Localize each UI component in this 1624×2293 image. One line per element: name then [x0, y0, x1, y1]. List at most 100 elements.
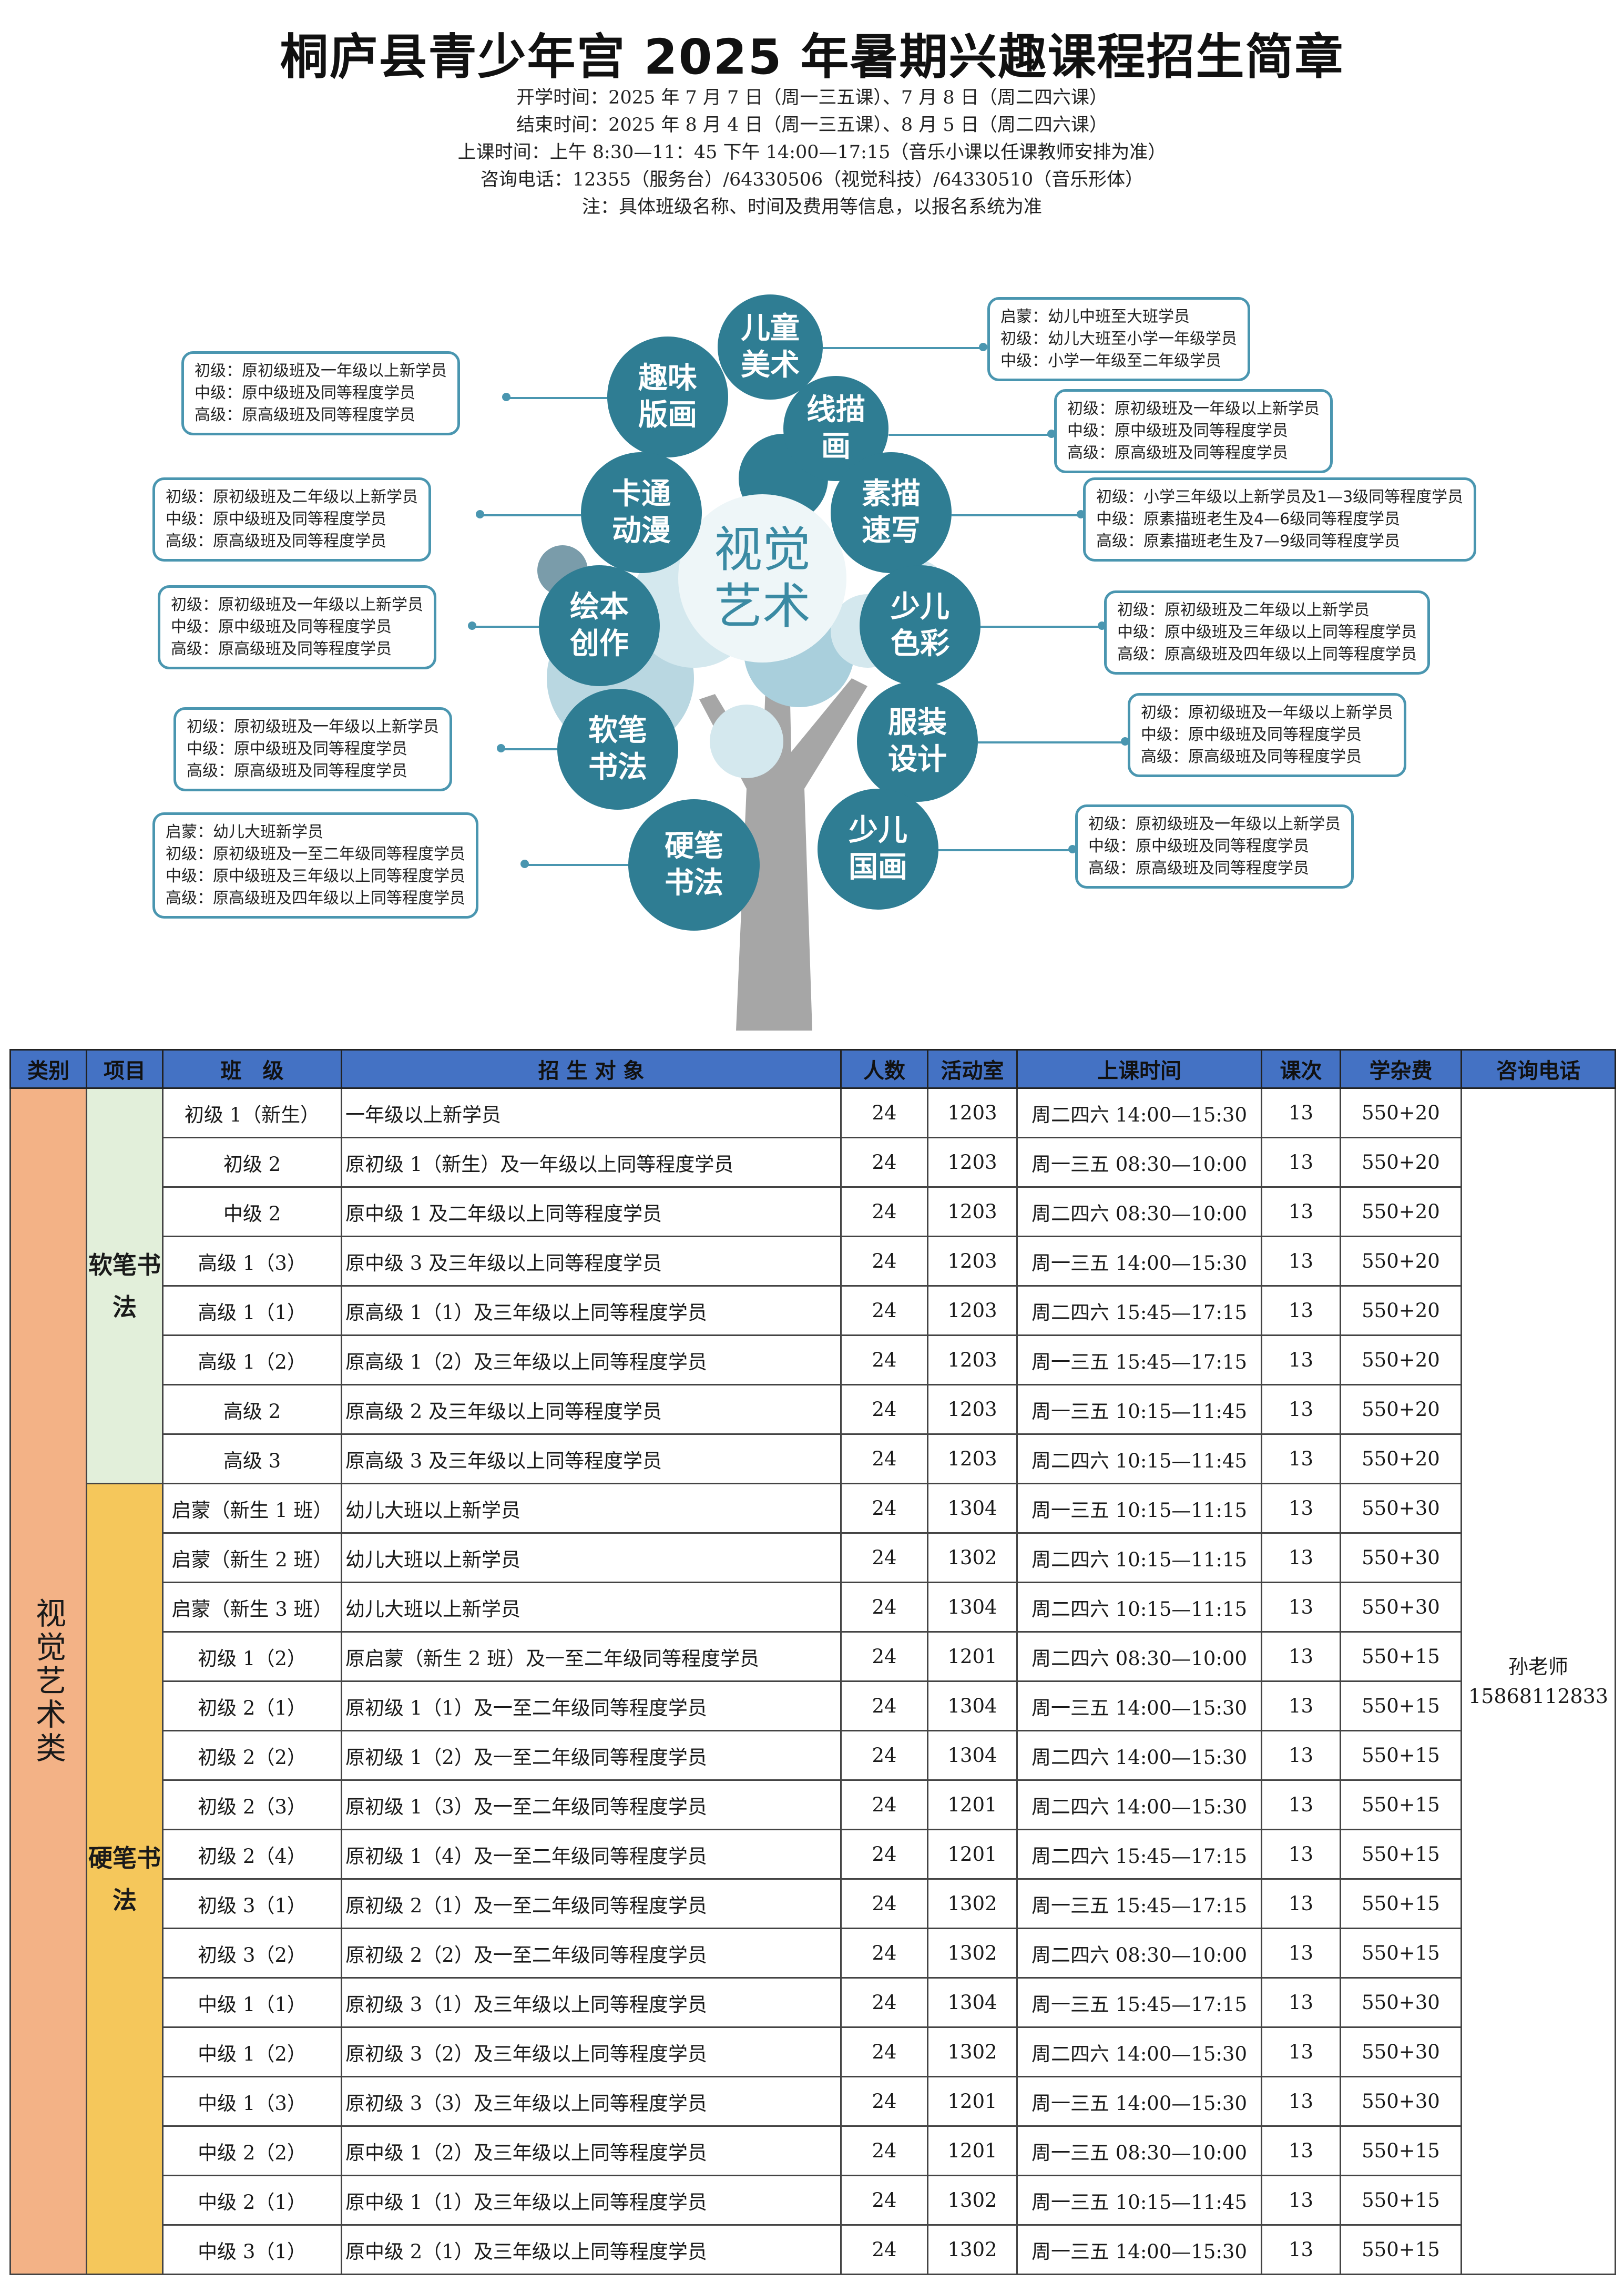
cell-capacity: 24 [840, 1878, 928, 1929]
cell-capacity: 24 [840, 1285, 928, 1336]
visual-arts-center: 视觉 艺术 [678, 494, 846, 663]
connector-dot [979, 343, 987, 351]
cell-fee: 550+20 [1340, 1334, 1462, 1385]
info-box-children-art: 启蒙：幼儿中班至大班学员 初级：幼儿大班至小学一年级学员 中级：小学一年级至二年… [987, 297, 1250, 381]
info-box-printmaking: 初级：原初级班及一年级以上新学员 中级：原中级班及同等程度学员 高级：原高级班及… [181, 351, 460, 435]
cell-room: 1201 [927, 2076, 1018, 2127]
cell-sessions: 13 [1261, 1582, 1341, 1633]
info-box-pen-calligraphy: 启蒙：幼儿大班新学员 初级：原初级班及一至二年级同等程度学员 中级：原中级班及三… [152, 812, 478, 919]
connector-dot [1047, 430, 1056, 438]
info-line-start: 开学时间：2025 年 7 月 7 日（周一三五课）、7 月 8 日（周二四六课… [516, 87, 1108, 108]
cell-class: 初级 2（2） [162, 1730, 342, 1781]
cell-fee: 550+20 [1340, 1137, 1462, 1188]
cell-time: 周一三五 10:15—11:15 [1016, 1483, 1262, 1534]
bubble-label: 版画 [638, 398, 697, 432]
cell-room: 1201 [927, 1631, 1018, 1682]
bubble-label: 美术 [741, 348, 800, 382]
cell-room: 1302 [927, 1878, 1018, 1929]
info-line: 中级：原中级班及同等程度学员 [1141, 726, 1362, 744]
cell-time: 周二四六 08:30—10:00 [1016, 1928, 1262, 1979]
cell-fee: 550+15 [1340, 1779, 1462, 1830]
info-line: 高级：原高级班及同等程度学员 [195, 406, 415, 424]
connector-line [823, 347, 986, 349]
bubble-label: 设计 [888, 742, 947, 777]
cell-room: 1302 [927, 2224, 1018, 2275]
cell-sessions: 13 [1261, 1137, 1341, 1188]
bubble-label: 书法 [588, 750, 647, 784]
cell-room: 1302 [927, 2175, 1018, 2226]
cell-capacity: 24 [840, 2224, 928, 2275]
cell-capacity: 24 [840, 1384, 928, 1435]
cell-fee: 550+15 [1340, 1631, 1462, 1682]
info-box-cartoon: 初级：原初级班及二年级以上新学员 中级：原中级班及同等程度学员 高级：原高级班及… [152, 477, 431, 562]
cell-target: 原中级 1（1）及三年级以上同等程度学员 [341, 2175, 842, 2226]
cell-class: 高级 1（2） [162, 1334, 342, 1385]
cell-fee: 550+30 [1340, 2026, 1462, 2077]
cell-capacity: 24 [840, 2125, 928, 2176]
info-line: 初级：原初级班及二年级以上新学员 [166, 488, 418, 506]
category-cell: 视觉艺术类 [9, 1087, 87, 2275]
cell-time: 周二四六 14:00—15:30 [1016, 1730, 1262, 1781]
bubble-label: 硬笔 [665, 829, 723, 863]
info-line: 初级：原初级班及一年级以上新学员 [1141, 704, 1393, 722]
cell-room: 1203 [927, 1334, 1018, 1385]
bubble-label: 画 [821, 430, 851, 464]
cell-sessions: 13 [1261, 2076, 1341, 2127]
cell-target: 原高级 2 及三年级以上同等程度学员 [341, 1384, 842, 1435]
cell-fee: 550+20 [1340, 1285, 1462, 1336]
center-line-2: 艺术 [713, 578, 811, 635]
connector-dot [468, 621, 476, 630]
cell-sessions: 13 [1261, 2175, 1341, 2226]
info-line: 初级：原初级班及二年级以上新学员 [1117, 601, 1370, 619]
cell-sessions: 13 [1261, 1878, 1341, 1929]
cell-class: 启蒙（新生 2 班） [162, 1532, 342, 1583]
cell-sessions: 13 [1261, 1829, 1341, 1880]
cell-class: 中级 2（1） [162, 2175, 342, 2226]
cell-room: 1304 [927, 1977, 1018, 2028]
bubble-label: 少儿 [849, 813, 907, 848]
cell-sessions: 13 [1261, 1730, 1341, 1781]
info-line: 高级：原素描班老生及7—9级同等程度学员 [1096, 532, 1401, 551]
cell-capacity: 24 [840, 1137, 928, 1188]
header-room: 活动室 [927, 1049, 1018, 1089]
course-tree-diagram: 视觉 艺术 儿童 美术 启蒙：幼儿中班至大班学员 初级：幼儿大班至小学一年级学员… [0, 0, 1624, 1052]
bubble-label: 软笔 [588, 714, 647, 748]
cell-sessions: 13 [1261, 2125, 1341, 2176]
cell-time: 周一三五 15:45—17:15 [1016, 1977, 1262, 2028]
cell-class: 中级 2 [162, 1186, 342, 1237]
cell-time: 周一三五 10:15—11:45 [1016, 1384, 1262, 1435]
info-line: 高级：原高级班及同等程度学员 [166, 532, 386, 551]
info-line: 初级：小学三年级以上新学员及1—3级同等程度学员 [1096, 488, 1464, 506]
connector-line [523, 864, 628, 866]
cell-capacity: 24 [840, 1829, 928, 1880]
info-line: 中级：原中级班及同等程度学员 [1067, 422, 1288, 440]
info-line: 高级：原高级班及同等程度学员 [1067, 444, 1288, 462]
cell-time: 周一三五 14:00—15:30 [1016, 1236, 1262, 1287]
cell-fee: 550+15 [1340, 2224, 1462, 2275]
cell-capacity: 24 [840, 1779, 928, 1830]
cell-target: 原启蒙（新生 2 班）及一至二年级同等程度学员 [341, 1631, 842, 1682]
cell-room: 1203 [927, 1186, 1018, 1237]
info-line: 初级：原初级班及一至二年级同等程度学员 [166, 845, 465, 863]
bubble-label: 书法 [665, 866, 723, 900]
cell-capacity: 24 [840, 1631, 928, 1682]
cell-capacity: 24 [840, 1582, 928, 1633]
cell-room: 1304 [927, 1483, 1018, 1534]
cell-fee: 550+20 [1340, 1087, 1462, 1138]
info-line: 中级：小学一年级至二年级学员 [1000, 352, 1221, 370]
course-bubble-fashion-design: 服装 设计 [857, 681, 978, 802]
cell-target: 原高级 1（1）及三年级以上同等程度学员 [341, 1285, 842, 1336]
connector-line [471, 626, 539, 628]
info-line: 高级：原高级班及同等程度学员 [1141, 748, 1362, 766]
connector-dot [502, 393, 510, 401]
cell-class: 初级 2 [162, 1137, 342, 1188]
info-line: 初级：原初级班及一年级以上新学员 [1067, 400, 1320, 418]
cell-class: 初级 1（2） [162, 1631, 342, 1682]
